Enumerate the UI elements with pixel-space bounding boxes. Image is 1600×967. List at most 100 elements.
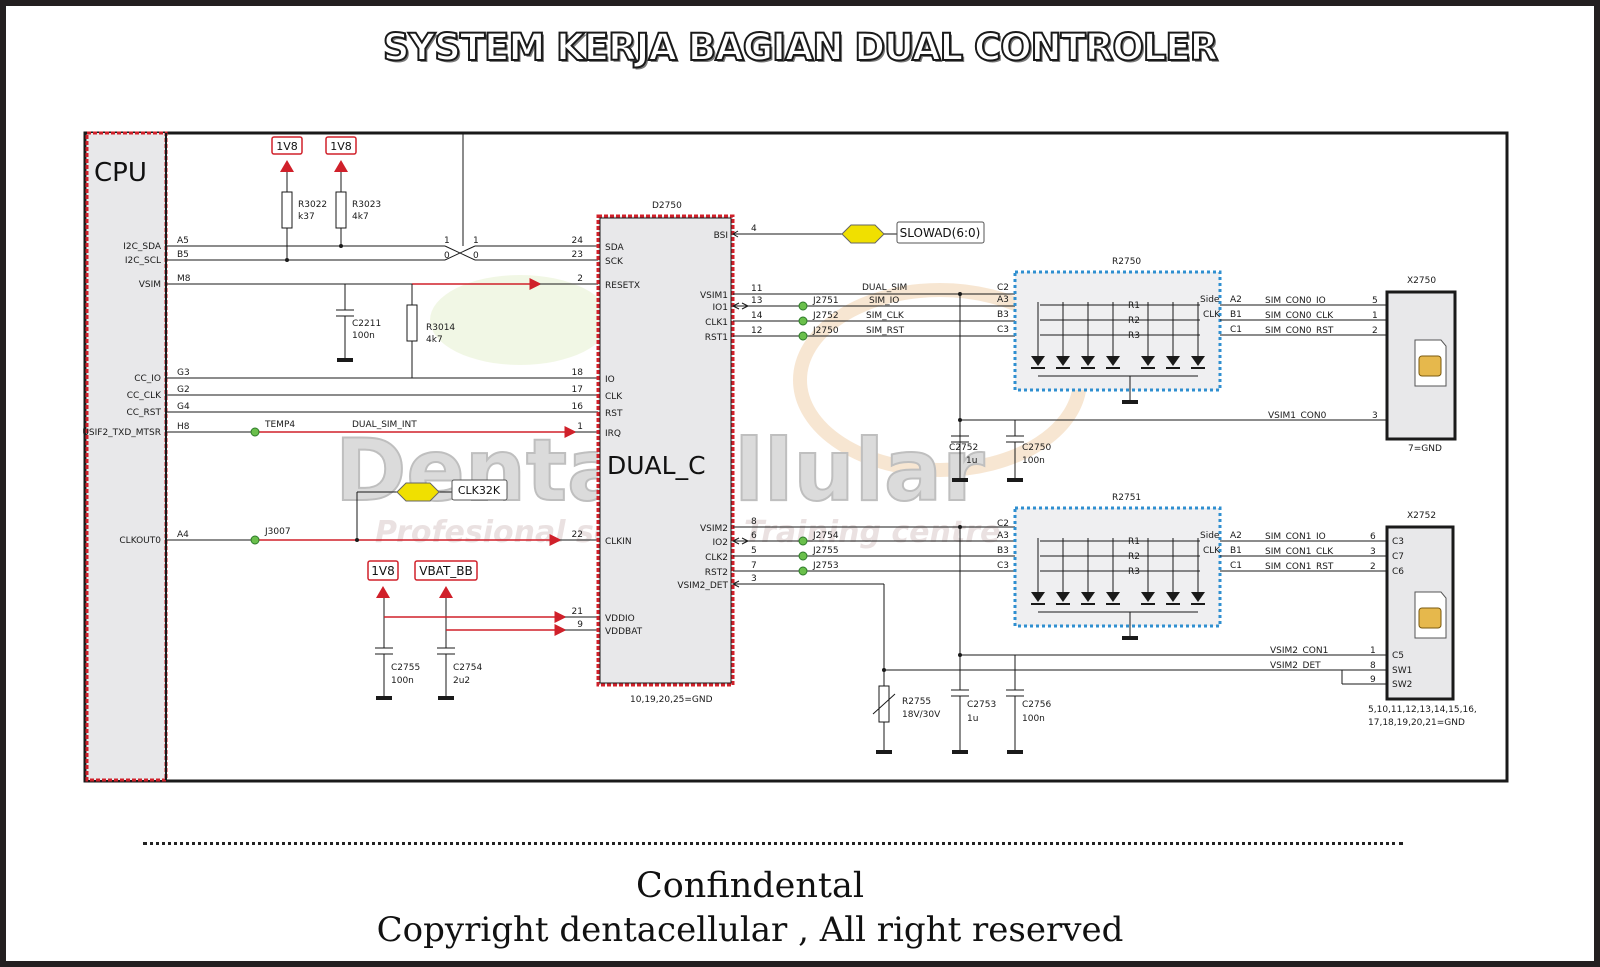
cpu-pin-net: USIF2_TXD_MTSR <box>82 428 161 438</box>
ic-pin-name: VSIM2 <box>700 524 728 534</box>
connector-net: VSIM2_DET <box>1270 661 1321 671</box>
svg-text:10,19,20,25=GND: 10,19,20,25=GND <box>630 695 713 705</box>
clkin-net <box>166 491 598 546</box>
resistor-r3014-ref: R3014 <box>426 323 455 333</box>
network-inner-resistor: R1 <box>1128 301 1140 311</box>
network-inner-resistor: R1 <box>1128 537 1140 547</box>
cpu-pin-number: G3 <box>177 368 190 378</box>
ic-pin-number: 2 <box>577 274 583 284</box>
connector-pin: 1 <box>1370 646 1376 656</box>
cap-c2756-ref: C2756 <box>1022 700 1051 710</box>
cpu-pin-net: CC_RST <box>126 408 161 418</box>
footer-divider <box>143 842 1403 845</box>
svg-text:CLK32K: CLK32K <box>458 484 501 497</box>
network-out-pin: B1 <box>1230 546 1242 556</box>
network-pin: B3 <box>997 310 1009 320</box>
ic-pin-name: VDDBAT <box>605 627 643 637</box>
sim-card-icon <box>1414 339 1447 387</box>
network-pin: C2 <box>997 283 1009 293</box>
ic-pin-name: CLK1 <box>705 318 728 328</box>
ic-pin-name: RST1 <box>705 333 728 343</box>
network-out-pin: B1 <box>1230 310 1242 320</box>
network-pin: B3 <box>997 546 1009 556</box>
ic-pin-name: VSIM1 <box>700 291 728 301</box>
ic-pin-number: 9 <box>577 620 583 630</box>
schematic-border <box>83 131 1509 783</box>
svg-text:4k7: 4k7 <box>352 212 369 222</box>
network-pin: A3 <box>997 295 1009 305</box>
network-inner-resistor: R2 <box>1128 316 1140 326</box>
svg-text:J3007: J3007 <box>264 527 291 537</box>
svg-text:SIM_CLK: SIM_CLK <box>866 311 905 321</box>
slowad-tag <box>896 221 985 244</box>
ic-pin-number: 8 <box>751 517 757 527</box>
ic-pin-number: 24 <box>572 236 584 246</box>
svg-text:J2752: J2752 <box>812 311 839 321</box>
sim1-wires <box>733 293 1387 482</box>
resistor-r3023: R3023 4k7 <box>335 172 381 248</box>
ic-pin-number: 14 <box>751 311 763 321</box>
footer-confidential: Confindental <box>635 866 865 906</box>
test-point-j2754 <box>798 536 808 546</box>
network-side-label: Side <box>1200 531 1220 541</box>
svg-text:0: 0 <box>444 251 450 261</box>
test-point-j2751 <box>798 301 808 311</box>
ic-pin-number: 1 <box>577 422 583 432</box>
connector-sim-contact: C6 <box>1392 567 1404 577</box>
network-out-pin: C1 <box>1230 325 1242 335</box>
network-side-label: Side <box>1200 295 1220 305</box>
svg-text:VBAT_BB: VBAT_BB <box>419 564 473 578</box>
cpu-pin-number: A4 <box>177 530 189 540</box>
connector-sim-contact: C3 <box>1392 537 1404 547</box>
connector-net: SIM_CON0_IO <box>1265 296 1326 306</box>
svg-text:X2750: X2750 <box>1407 276 1436 286</box>
svg-text:X2752: X2752 <box>1407 511 1436 521</box>
ic-pin-number: 5 <box>751 546 757 556</box>
ic-pin-name: VSIM2_DET <box>677 581 728 591</box>
ic-pin-number: 4 <box>751 224 757 234</box>
network-out-pin: C1 <box>1230 561 1242 571</box>
network-pin: C3 <box>997 561 1009 571</box>
svg-text:J2751: J2751 <box>812 296 839 306</box>
svg-text:1V8: 1V8 <box>330 140 352 153</box>
network-out-pin: A2 <box>1230 531 1242 541</box>
svg-text:1V8: 1V8 <box>276 140 298 153</box>
network-inner-resistor: R3 <box>1128 331 1140 341</box>
ic-pin-number: 7 <box>751 561 757 571</box>
svg-text:1u: 1u <box>966 456 977 466</box>
cpu-pin-net: CLKOUT0 <box>119 536 161 546</box>
slowad-hex-icon <box>841 224 885 244</box>
svg-text:100n: 100n <box>1022 456 1045 466</box>
svg-text:5,10,11,12,13,14,15,16,: 5,10,11,12,13,14,15,16, <box>1368 705 1477 715</box>
i2c-wires <box>166 133 598 261</box>
svg-text:100n: 100n <box>391 676 414 686</box>
svg-text:SIM_IO: SIM_IO <box>869 296 899 306</box>
svg-text:J2750: J2750 <box>812 326 839 336</box>
ic-pin-name: IO1 <box>713 303 728 313</box>
ic-pin-name: IRQ <box>605 429 621 439</box>
clk32k-hex-icon <box>396 482 440 502</box>
svg-text:1V8: 1V8 <box>371 564 394 578</box>
network-clk-label: CLK <box>1203 310 1221 320</box>
svg-text:R3022: R3022 <box>298 200 327 210</box>
power-flag-vbat-bb: VBAT_BB <box>414 560 478 598</box>
network-inner-resistor: R3 <box>1128 567 1140 577</box>
svg-text:J2754: J2754 <box>812 531 839 541</box>
connector-net: VSIM1_CON0 <box>1268 411 1327 421</box>
ic-pin-name: SCK <box>605 257 624 267</box>
cap-c2753-ref: C2753 <box>967 700 996 710</box>
connector-sim-contact: SW2 <box>1392 680 1412 690</box>
connector-net: SIM_CON1_IO <box>1265 532 1326 542</box>
connector-pin: 3 <box>1372 411 1378 421</box>
test-point-j2755 <box>798 551 808 561</box>
network-pin: C3 <box>997 325 1009 335</box>
svg-text:D2750: D2750 <box>652 201 682 211</box>
svg-text:7=GND: 7=GND <box>1408 444 1442 454</box>
connector-net: SIM_CON1_RST <box>1265 562 1334 572</box>
svg-text:TEMP4: TEMP4 <box>264 420 295 430</box>
cpu-pin-net: CC_CLK <box>127 391 162 401</box>
svg-text:1: 1 <box>473 236 479 246</box>
ic-d2750: D2750 DUAL_C 10,19,20,25=GND 24SDA23SCK2… <box>572 201 763 705</box>
